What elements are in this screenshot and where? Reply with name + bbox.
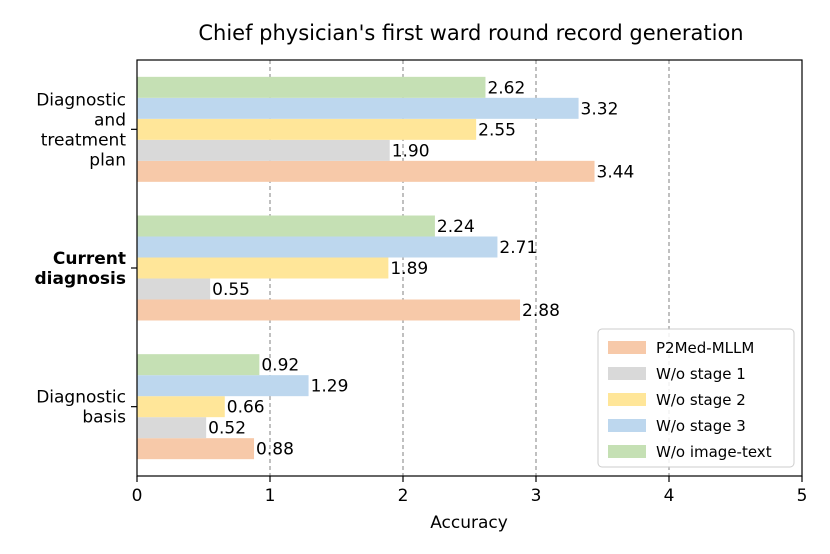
legend-box (597, 328, 795, 468)
legend-label: W/o image-text (656, 443, 772, 461)
bar (137, 76, 486, 98)
bar-value-label: 1.90 (392, 141, 430, 161)
bar-value-label: 0.92 (261, 356, 299, 376)
bar (137, 299, 521, 321)
legend-label: W/o stage 3 (656, 417, 746, 435)
x-tick-label: 3 (531, 486, 542, 506)
bar-value-label: 0.52 (208, 419, 246, 439)
category-label: Current (53, 249, 126, 269)
y-ticks: DiagnosticandtreatmentplanCurrentdiagnos… (35, 90, 137, 428)
bar (137, 257, 389, 279)
bar (137, 139, 390, 161)
bar (137, 438, 255, 460)
category-label: basis (82, 408, 126, 428)
legend-swatch (608, 393, 646, 406)
bar-value-label: 3.44 (597, 162, 635, 182)
bar (137, 118, 477, 140)
bar (137, 278, 211, 300)
bar-value-label: 1.29 (311, 377, 349, 397)
bar (137, 97, 579, 119)
x-tick-label: 1 (265, 486, 276, 506)
bar-value-label: 2.88 (522, 301, 560, 321)
bar (137, 215, 435, 237)
bar-value-label: 1.89 (390, 259, 428, 279)
legend-label: W/o stage 2 (656, 391, 746, 409)
legend-swatch (608, 341, 646, 354)
bar-value-label: 3.32 (581, 99, 619, 119)
bar (137, 417, 207, 439)
legend: P2Med-MLLM W/o stage 1 W/o stage 2 W/o stag… (597, 328, 795, 468)
x-tick-label: 2 (398, 486, 409, 506)
category-label: Diagnostic (36, 90, 126, 110)
bar-value-label: 2.62 (487, 78, 525, 98)
bar (137, 236, 498, 258)
bar-labels: 3.44 1.90 2.55 3.32 2.62 2.88 0.55 1.89 2.71 2.24… (208, 78, 634, 459)
bar-value-label: 0.88 (256, 440, 294, 460)
bar-value-label: 0.55 (212, 280, 250, 300)
x-ticks: 0 1 2 3 4 5 (132, 476, 808, 506)
legend-label: P2Med-MLLM (656, 339, 754, 357)
chart-title: Chief physician's first ward round recor… (198, 21, 743, 45)
x-tick-label: 5 (797, 486, 808, 506)
bar (137, 396, 225, 418)
legend-label: W/o stage 1 (656, 365, 746, 383)
bar-value-label: 2.55 (478, 120, 516, 140)
category-label: plan (89, 150, 126, 170)
bar (137, 354, 260, 376)
category-label: and (94, 110, 126, 130)
bar-value-label: 0.66 (227, 398, 265, 418)
bar-value-label: 2.71 (499, 238, 537, 258)
x-tick-label: 4 (664, 486, 675, 506)
category-label: Diagnostic (36, 388, 126, 408)
bar (137, 375, 309, 397)
category-label: diagnosis (35, 269, 126, 289)
bar (137, 160, 595, 182)
category-label: treatment (41, 130, 127, 150)
legend-swatch (608, 419, 646, 432)
x-tick-label: 0 (132, 486, 143, 506)
bar-value-label: 2.24 (437, 217, 475, 237)
legend-swatch (608, 367, 646, 380)
bars (137, 76, 595, 460)
legend-swatch (608, 445, 646, 458)
x-axis-label: Accuracy (430, 513, 508, 533)
